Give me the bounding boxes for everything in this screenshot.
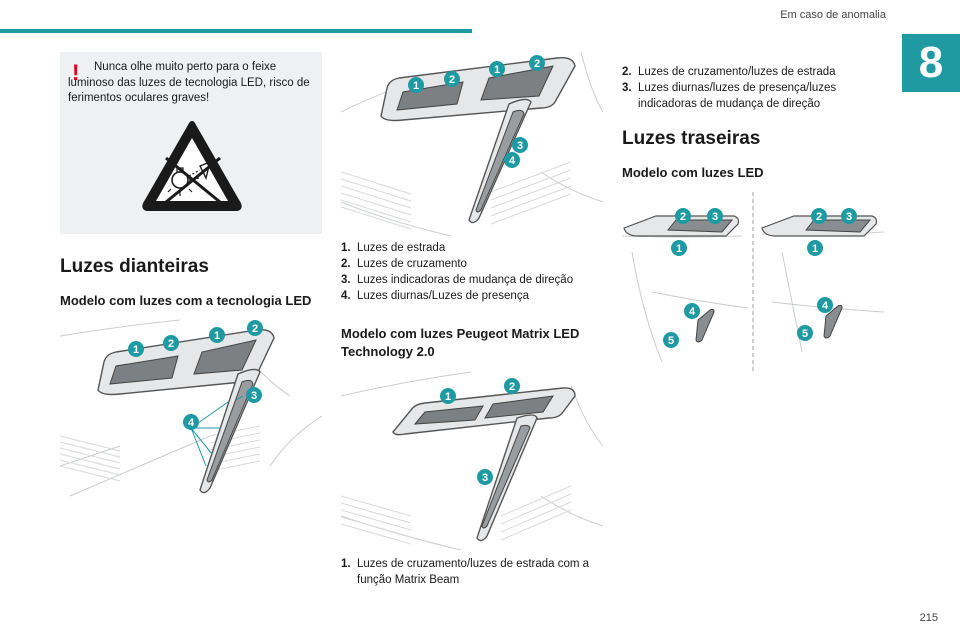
svg-text:2: 2	[509, 381, 515, 393]
marker-3: 3	[246, 387, 262, 403]
svg-text:1: 1	[676, 243, 682, 255]
front-matrix-legend-2: 2.Luzes de cruzamento/luzes de estrada 3…	[622, 64, 862, 112]
svg-text:4: 4	[509, 155, 516, 167]
marker-1: 1	[807, 240, 823, 256]
marker-3: 3	[477, 469, 493, 485]
front-matrix-model-heading: Modelo com luzes Peugeot Matrix LED Tech…	[341, 326, 580, 359]
svg-text:3: 3	[517, 140, 523, 152]
marker-4: 4	[684, 303, 700, 319]
warning-exclamation-icon: !	[72, 60, 80, 85]
svg-text:3: 3	[251, 390, 257, 402]
svg-text:4: 4	[822, 300, 829, 312]
svg-text:3: 3	[712, 211, 718, 223]
svg-text:4: 4	[689, 306, 696, 318]
legend-row: 1.Luzes de cruzamento/luzes de estrada c…	[341, 558, 590, 586]
svg-text:1: 1	[133, 344, 139, 356]
svg-text:2: 2	[534, 58, 540, 70]
legend-row: 2.Luzes de cruzamento/luzes de estrada	[622, 66, 836, 78]
header-accent-rule	[0, 29, 472, 33]
svg-text:3: 3	[482, 472, 488, 484]
marker-1: 1	[671, 240, 687, 256]
marker-5: 5	[797, 325, 813, 341]
svg-text:1: 1	[812, 243, 818, 255]
front-led-figure	[60, 316, 322, 500]
rear-led-markers: 2 3 1 4 5 2 3 1 4 5	[663, 208, 857, 348]
marker-1: 1	[489, 61, 505, 77]
legend-row: 1.Luzes de estrada	[341, 242, 446, 254]
svg-text:2: 2	[449, 74, 455, 86]
marker-3: 3	[707, 208, 723, 224]
svg-text:2: 2	[252, 323, 258, 335]
svg-text:2: 2	[680, 211, 686, 223]
front-led-detail-markers: 1 2 1 2 3 4	[408, 55, 545, 168]
running-header: Em caso de anomalia	[780, 9, 886, 21]
page-number: 215	[919, 612, 938, 624]
front-led-detail-figure	[341, 52, 603, 236]
marker-1: 1	[128, 341, 144, 357]
marker-2: 2	[444, 71, 460, 87]
front-lights-heading: Luzes dianteiras	[60, 256, 209, 277]
legend-row: 3.Luzes diurnas/luzes de presença/luzes …	[622, 82, 837, 110]
front-led-model-heading: Modelo com luzes com a tecnologia LED	[60, 293, 312, 308]
svg-text:1: 1	[413, 80, 419, 92]
marker-1: 1	[408, 77, 424, 93]
marker-3: 3	[512, 137, 528, 153]
rear-led-model-heading: Modelo com luzes LED	[622, 165, 764, 180]
legend-row: 4.Luzes diurnas/Luzes de presença	[341, 290, 529, 302]
marker-1: 1	[209, 327, 225, 343]
warning-text: Nunca olhe muito perto para o feixe lumi…	[68, 61, 310, 104]
svg-text:5: 5	[802, 328, 808, 340]
marker-5: 5	[663, 332, 679, 348]
marker-4: 4	[183, 414, 199, 430]
rear-lights-heading: Luzes traseiras	[622, 128, 761, 149]
marker-2: 2	[504, 378, 520, 394]
front-matrix-figure	[341, 366, 603, 550]
warning-box: ! Nunca olhe muito perto para o feixe lu…	[60, 52, 322, 234]
svg-text:2: 2	[168, 338, 174, 350]
marker-2: 2	[247, 320, 263, 336]
marker-4: 4	[817, 297, 833, 313]
front-matrix-markers: 1 2 3	[440, 378, 520, 485]
marker-1: 1	[440, 388, 456, 404]
marker-2: 2	[675, 208, 691, 224]
legend-row: 2.Luzes de cruzamento	[341, 258, 467, 270]
marker-2: 2	[163, 335, 179, 351]
front-led-markers: 1 2 1 2 3 4	[128, 320, 263, 430]
svg-text:4: 4	[188, 417, 195, 429]
no-look-at-light-warning-icon	[142, 121, 242, 211]
chapter-number-tab: 8	[902, 34, 960, 92]
marker-3: 3	[841, 208, 857, 224]
svg-text:3: 3	[846, 211, 852, 223]
legend-row: 3.Luzes indicadoras de mudança de direçã…	[341, 274, 574, 286]
marker-4: 4	[504, 152, 520, 168]
svg-text:2: 2	[816, 211, 822, 223]
marker-2: 2	[811, 208, 827, 224]
svg-text:5: 5	[668, 335, 674, 347]
front-led-legend: 1.Luzes de estrada 2.Luzes de cruzamento…	[341, 240, 603, 304]
svg-text:1: 1	[445, 391, 451, 403]
svg-text:1: 1	[214, 330, 220, 342]
svg-text:1: 1	[494, 64, 500, 76]
marker-2: 2	[529, 55, 545, 71]
front-matrix-legend-1: 1.Luzes de cruzamento/luzes de estrada c…	[341, 556, 603, 588]
